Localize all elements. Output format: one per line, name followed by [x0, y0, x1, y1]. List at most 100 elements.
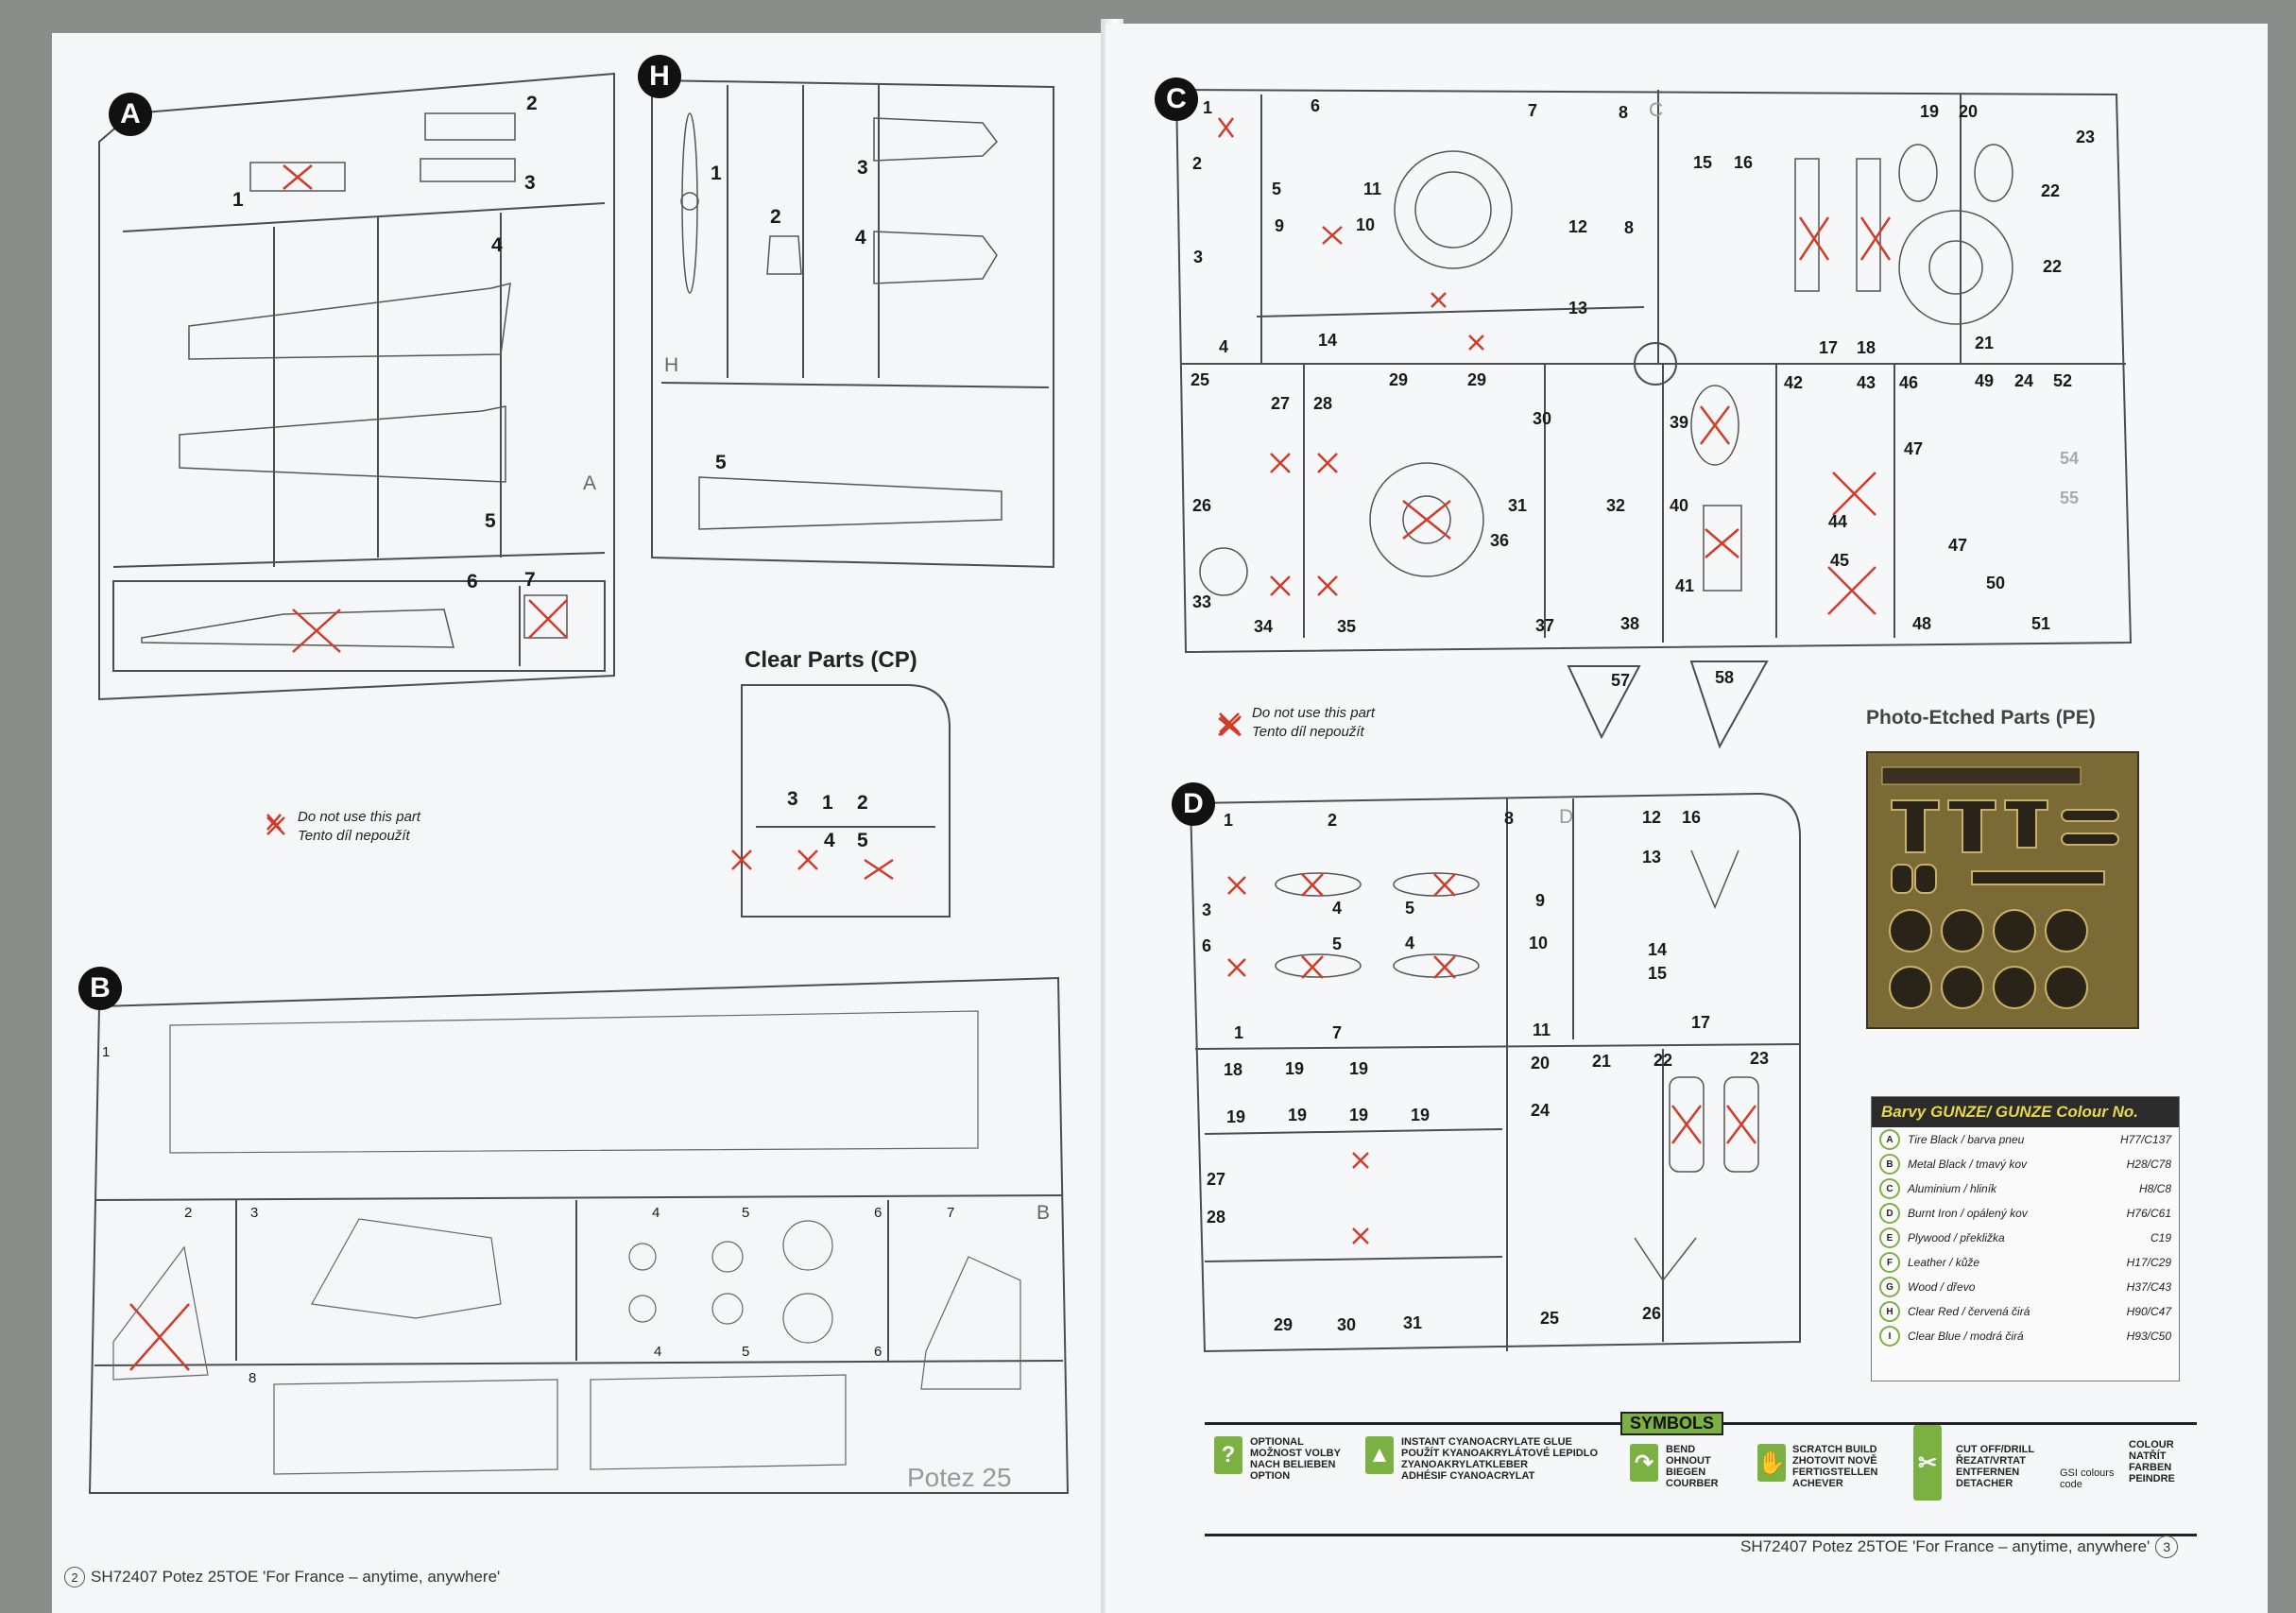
page-number: 2: [71, 1570, 78, 1585]
part-number: 11: [1363, 180, 1382, 198]
part-number: 12: [1642, 808, 1662, 827]
colour-name: Metal Black / tmavý kov: [1908, 1158, 2028, 1171]
left-footer: 2 SH72407 Potez 25TOE 'For France – anyt…: [64, 1567, 500, 1587]
colour-name: Clear Red / červená čirá: [1908, 1305, 2030, 1318]
part-number: 39: [1670, 413, 1689, 432]
part-number: 15: [1648, 964, 1668, 983]
part-number: 30: [1533, 409, 1552, 428]
sprue-a-corner-tag: A: [583, 472, 597, 494]
sprue-b-frame: [88, 976, 1070, 1494]
part-number: 8: [1624, 218, 1635, 237]
pe-fret-drawing: [1881, 766, 2119, 1009]
part-number: 6: [1202, 936, 1212, 955]
pe-fret-image: [1866, 751, 2139, 1029]
glue-icon: ▲: [1365, 1436, 1394, 1474]
part-number: 1: [711, 163, 722, 184]
part-number: 20: [1959, 102, 1979, 121]
part-number: 4: [1405, 934, 1415, 952]
part-number: 33: [1192, 592, 1212, 611]
symbol-text-scratch: SCRATCH BUILD ZHOTOVIT NOVĚ FERTIGSTELLE…: [1792, 1444, 1878, 1489]
part-number: 48: [1912, 614, 1932, 633]
part-number: 5: [1405, 899, 1415, 918]
part-number: 14: [1648, 940, 1668, 959]
page-number: 3: [2163, 1539, 2171, 1554]
part-number: 18: [1857, 338, 1876, 357]
do-not-use-legend-icon: [266, 816, 285, 835]
colour-key-badge: G: [1879, 1277, 1900, 1297]
colour-code: C19: [2150, 1231, 2171, 1244]
part-number: 4: [654, 1344, 662, 1360]
part-number: 20: [1531, 1054, 1551, 1072]
part-number: 4: [824, 830, 835, 851]
part-number: 22: [1653, 1051, 1673, 1070]
part-number: 4: [1332, 899, 1343, 918]
part-number: 4: [1219, 337, 1229, 356]
colour-key-badge: I: [1879, 1326, 1900, 1347]
sprue-b-badge: B: [78, 967, 122, 1010]
colour-name: Clear Blue / modrá čirá: [1908, 1330, 2024, 1343]
part-number: 50: [1986, 574, 2006, 592]
part-number: 7: [524, 569, 536, 591]
colour-name: Leather / kůže: [1908, 1256, 1980, 1269]
colour-code: H93/C50: [2126, 1330, 2171, 1343]
part-number: 42: [1784, 373, 1804, 392]
part-number: 43: [1857, 373, 1876, 392]
part-number: 8: [248, 1370, 257, 1386]
colour-table-title: Barvy GUNZE/ GUNZE Colour No.: [1872, 1097, 2179, 1127]
sprue-h-badge: H: [638, 55, 681, 98]
part-number: 19: [1349, 1106, 1369, 1124]
part-number: 5: [1272, 180, 1282, 198]
part-number: 1: [1224, 811, 1234, 830]
part-number: 24: [1531, 1101, 1551, 1120]
part-number: 57: [1611, 671, 1631, 690]
part-number: 3: [524, 172, 536, 194]
part-number: 1: [1203, 98, 1213, 117]
colour-key-badge: F: [1879, 1252, 1900, 1273]
part-number: 29: [1467, 370, 1487, 389]
legend-line-2: Tento díl nepoužít: [1252, 724, 1364, 740]
right-footer: SH72407 Potez 25TOE 'For France – anytim…: [1740, 1536, 2179, 1558]
symbol-text-optional: OPTIONAL MOŽNOST VOLBY NACH BELIEBEN OPT…: [1250, 1436, 1341, 1482]
part-number: 44: [1828, 512, 1848, 531]
colour-code: H90/C47: [2126, 1305, 2171, 1318]
sprue-a-parts: [141, 112, 568, 648]
part-number: 3: [1193, 248, 1204, 266]
part-number: 5: [857, 830, 868, 851]
colour-code: H77/C137: [2119, 1133, 2171, 1146]
part-number: 28: [1207, 1208, 1226, 1227]
part-number: 52: [2053, 371, 2073, 390]
legend-line-2: Tento díl nepoužít: [298, 828, 410, 844]
part-number: 3: [1202, 901, 1212, 919]
sprue-d-frame: [1189, 792, 1801, 1353]
sprue-a-frame: [98, 72, 615, 701]
sprue-a-badge: A: [109, 93, 152, 136]
part-number: 26: [1192, 496, 1212, 515]
part-number: 54: [2060, 449, 2080, 468]
part-number: 13: [1568, 299, 1588, 317]
part-number: 6: [874, 1344, 882, 1360]
legend-line-1: Do not use this part: [298, 809, 421, 825]
part-number: 19: [1920, 102, 1940, 121]
colour-name: Plywood / překližka: [1908, 1231, 2005, 1244]
part-number: 19: [1411, 1106, 1431, 1124]
part-number: 8: [1619, 103, 1629, 122]
page-number-circle: 2: [64, 1567, 85, 1587]
part-number: 4: [652, 1205, 660, 1221]
sprue-d-parts: [1275, 849, 1759, 1282]
part-number: 19: [1285, 1059, 1305, 1078]
part-number: 11: [1533, 1021, 1551, 1039]
part-number: 22: [2043, 257, 2063, 276]
part-number: 35: [1337, 617, 1357, 636]
part-number: 28: [1313, 394, 1333, 413]
part-number: 1: [232, 189, 244, 211]
optional-icon: ?: [1214, 1436, 1242, 1474]
part-number: 21: [1592, 1052, 1612, 1071]
part-number: 26: [1642, 1304, 1662, 1323]
colour-code: H28/C78: [2126, 1158, 2171, 1171]
part-number: 8: [1504, 809, 1515, 828]
